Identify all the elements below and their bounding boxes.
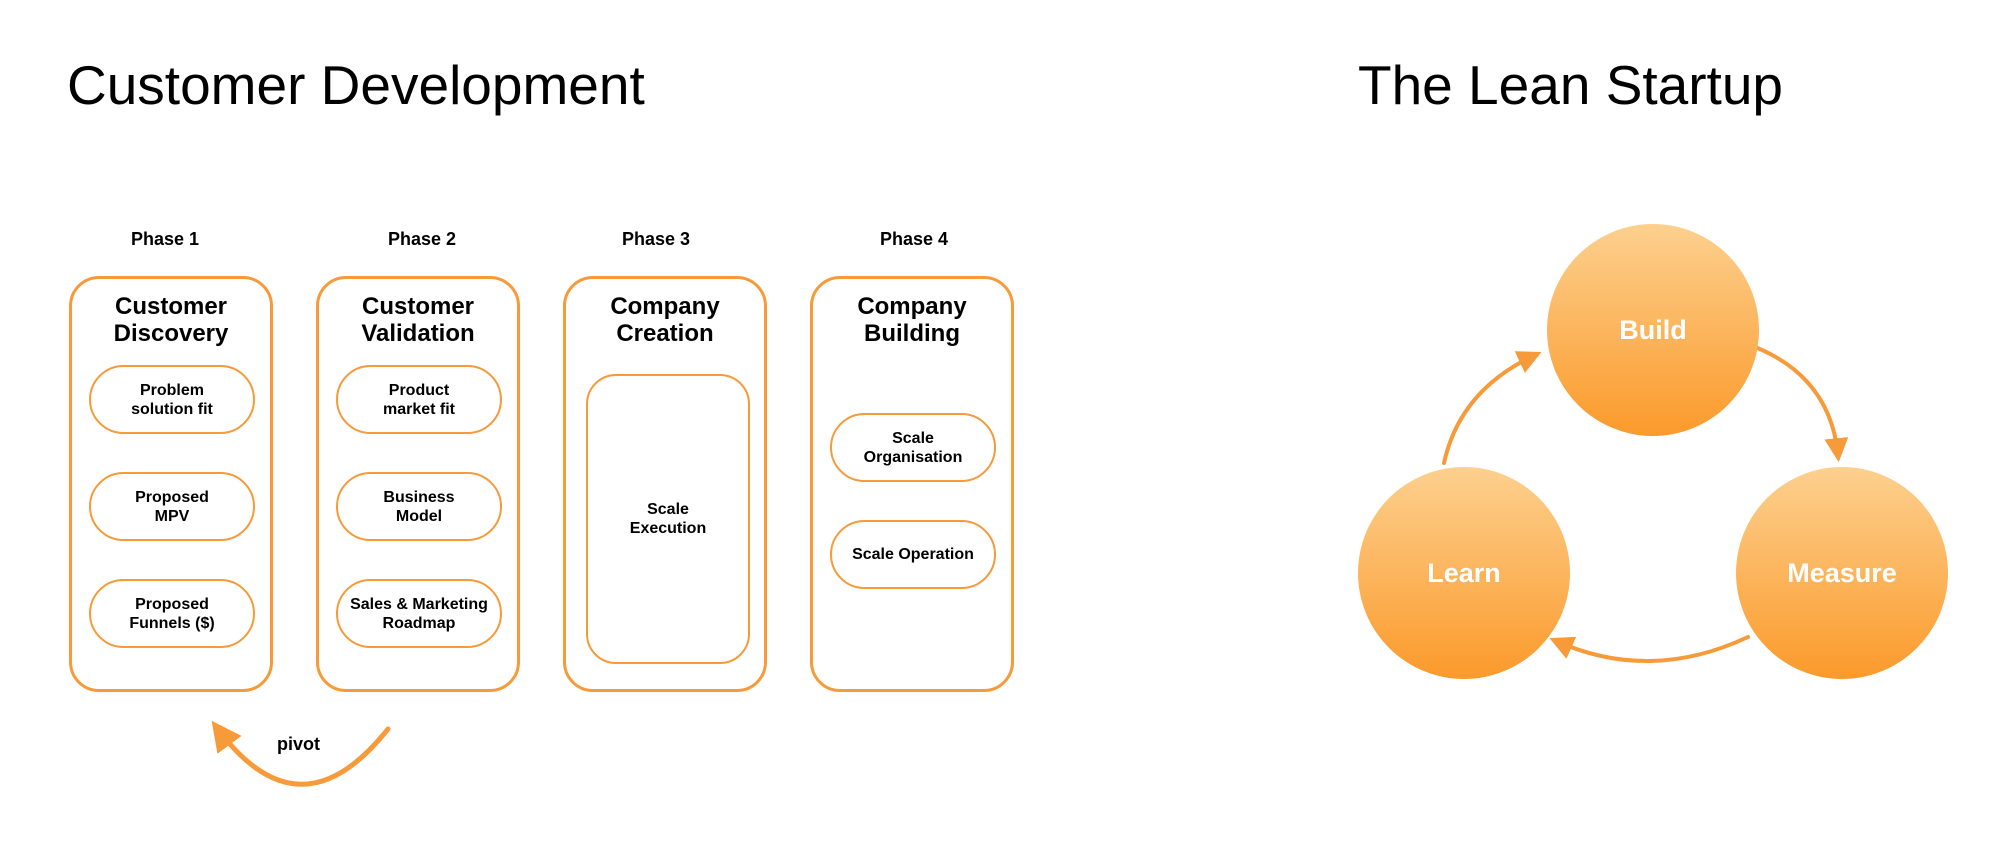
phase-2-item: Business Model xyxy=(336,472,502,541)
phase-4-item: Scale Organisation xyxy=(830,413,996,482)
phase-2-box: Customer Validation Product market fit B… xyxy=(316,276,520,692)
measure-to-learn-arrow xyxy=(1549,635,1750,664)
customer-development-title: Customer Development xyxy=(67,54,645,116)
phase-4-item: Scale Operation xyxy=(830,520,996,589)
phase-1-label: Phase 1 xyxy=(130,229,200,249)
phase-1-item: Proposed Funnels ($) xyxy=(89,579,255,648)
phase-3-box: Company Creation Scale Execution xyxy=(563,276,767,692)
build-circle: Build xyxy=(1547,224,1759,436)
phase-3-title: Company Creation xyxy=(610,293,720,347)
phase-3-item: Scale Execution xyxy=(586,374,750,664)
measure-circle: Measure xyxy=(1736,467,1948,679)
phase-1-box: Customer Discovery Problem solution fit … xyxy=(69,276,273,692)
pivot-label: pivot xyxy=(277,734,320,754)
phase-2-title: Customer Validation xyxy=(361,293,475,347)
phase-2-item: Sales & Marketing Roadmap xyxy=(336,579,502,648)
pivot-arrow xyxy=(211,720,391,787)
phase-2-label: Phase 2 xyxy=(387,229,457,249)
phase-4-label: Phase 4 xyxy=(879,229,949,249)
lean-startup-title: The Lean Startup xyxy=(1358,54,1784,116)
phase-2-item: Product market fit xyxy=(336,365,502,434)
learn-to-build-arrow xyxy=(1442,351,1542,465)
learn-circle: Learn xyxy=(1358,467,1570,679)
phase-1-item: Proposed MPV xyxy=(89,472,255,541)
phase-3-label: Phase 3 xyxy=(621,229,691,249)
phase-4-box: Company Building Scale Organisation Scal… xyxy=(810,276,1014,692)
phase-1-item: Problem solution fit xyxy=(89,365,255,434)
build-to-measure-arrow xyxy=(1748,343,1849,463)
phase-1-title: Customer Discovery xyxy=(113,293,229,347)
phase-4-title: Company Building xyxy=(857,293,967,347)
